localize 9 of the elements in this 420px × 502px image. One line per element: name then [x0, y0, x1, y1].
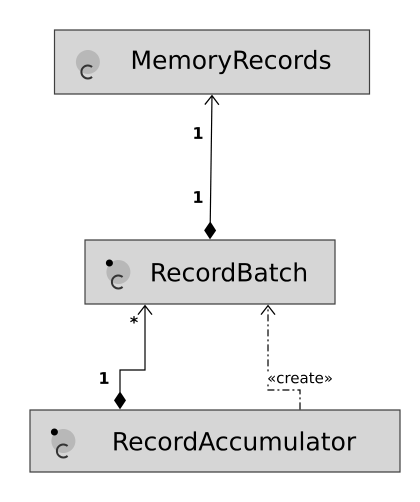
- connector-arrow: [260, 304, 301, 410]
- stereotype-label: «create»: [266, 372, 334, 384]
- class-box: MemoryRecords: [54, 29, 370, 95]
- class-box: RecordAccumulator: [29, 409, 401, 473]
- multiplicity-label: 1: [194, 191, 202, 203]
- class-box: RecordBatch: [84, 239, 336, 305]
- multiplicity-label: *: [130, 316, 138, 324]
- multiplicity-label: 1: [194, 127, 202, 139]
- multiplicity-label: 1: [100, 372, 108, 384]
